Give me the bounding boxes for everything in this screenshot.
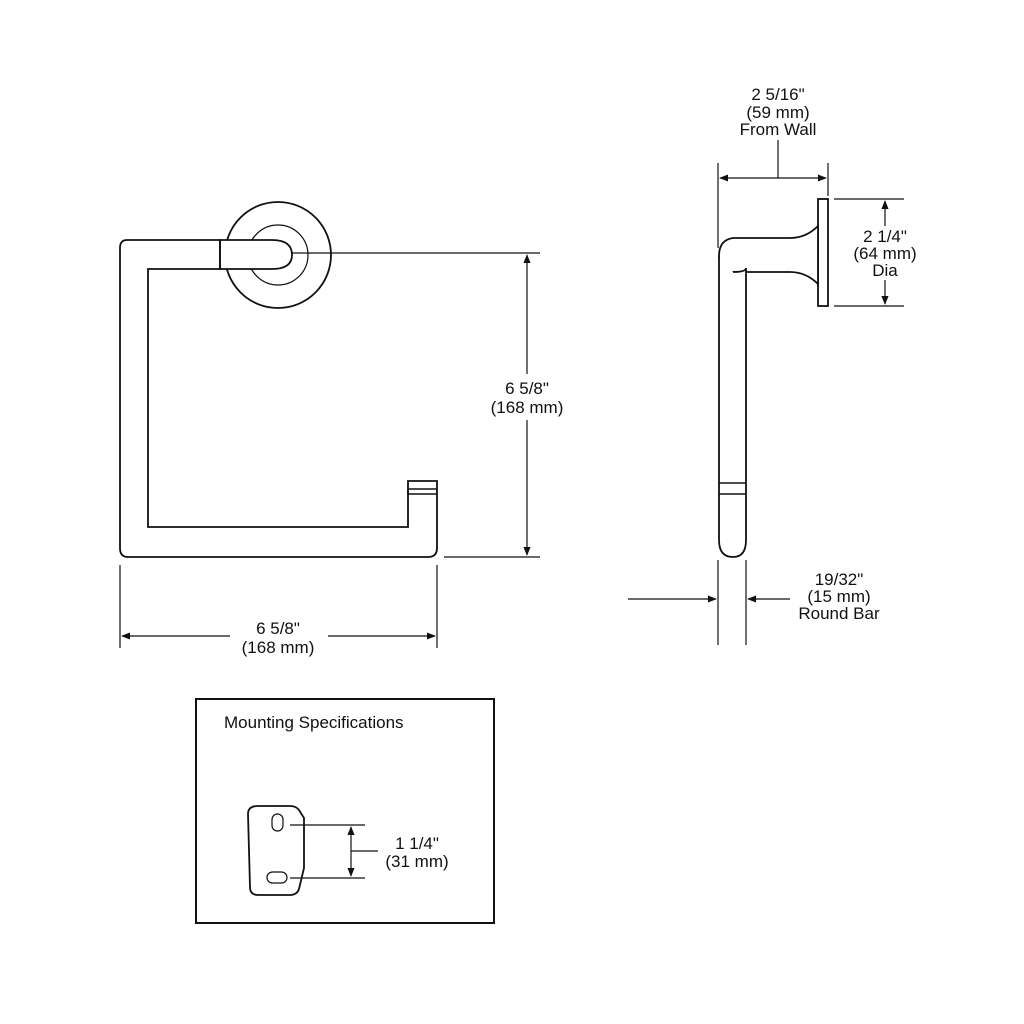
height-dim-inch: 6 5/8" — [505, 379, 549, 398]
spacing-dim-inch: 1 1/4" — [395, 834, 439, 853]
bar-dim-mm: (15 mm) — [807, 587, 870, 606]
side-round-bar — [718, 256, 747, 558]
mounting-specifications-box: Mounting Specifications 1 1/4" (31 mm) — [195, 698, 495, 924]
proj-dim-note: From Wall — [740, 120, 817, 139]
dia-dim-inch: 2 1/4" — [863, 227, 907, 246]
ring-arm — [219, 239, 293, 270]
width-dim-mm: (168 mm) — [242, 638, 315, 657]
dia-dim-note: Dia — [872, 261, 898, 280]
width-dim-inch: 6 5/8" — [256, 619, 300, 638]
ring-bar — [119, 239, 438, 558]
proj-dim-mm: (59 mm) — [746, 103, 809, 122]
bar-dim-note: Round Bar — [798, 604, 880, 623]
front-view: 6 5/8" (168 mm) 6 5/8" (168 mm) — [119, 201, 564, 657]
bar-dim-inch: 19/32" — [815, 570, 864, 589]
dia-dim-mm: (64 mm) — [853, 244, 916, 263]
mounting-slot-bottom — [266, 871, 288, 884]
spacing-dim-mm: (31 mm) — [385, 852, 448, 871]
height-dim-mm: (168 mm) — [491, 398, 564, 417]
mounting-bracket — [247, 805, 305, 896]
mounting-slot-top — [271, 813, 284, 832]
side-view: 2 5/16" (59 mm) From Wall 2 1/4" (64 mm)… — [628, 85, 917, 645]
proj-dim-inch: 2 5/16" — [751, 85, 804, 104]
mounting-title: Mounting Specifications — [224, 713, 404, 732]
side-flange-plate — [817, 198, 829, 307]
